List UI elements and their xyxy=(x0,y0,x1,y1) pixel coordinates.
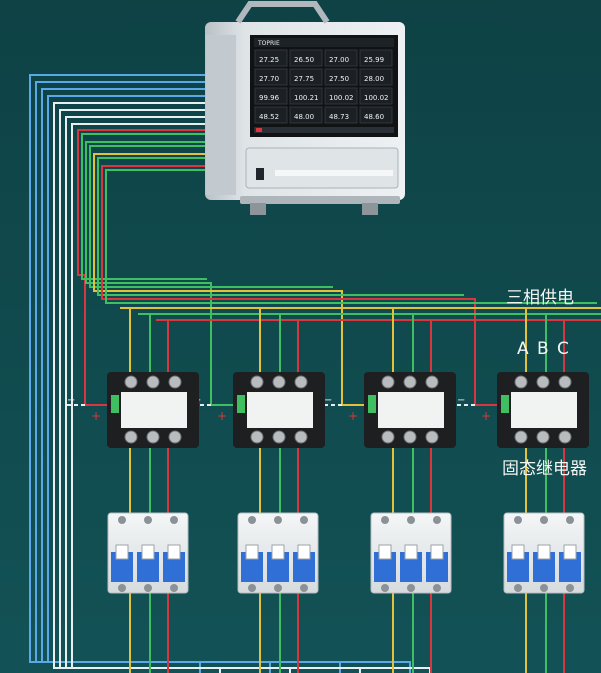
recorder-brand: TOPRIE xyxy=(257,40,280,47)
circuit-breaker xyxy=(107,512,189,594)
reading-value: 100.21 xyxy=(294,94,319,102)
minus-terminal-label: − xyxy=(457,395,465,406)
solid-state-relay xyxy=(233,372,325,448)
reading-value: 48.73 xyxy=(329,113,349,121)
reading-value: 27.75 xyxy=(294,75,314,83)
circuit-breaker xyxy=(503,512,585,594)
reading-value: 100.02 xyxy=(329,94,354,102)
solid-state-relays xyxy=(107,372,589,448)
solid-state-relay xyxy=(364,372,456,448)
minus-terminal-label: − xyxy=(67,395,75,406)
recorder-readings: 27.25 26.50 27.00 25.99 27.70 27.75 27.50 28.00… xyxy=(254,49,393,124)
phase-b-label: B xyxy=(537,339,549,359)
circuit-breakers xyxy=(107,512,585,594)
reading-value: 25.99 xyxy=(364,56,384,64)
relay-label: 固态继电器 xyxy=(502,459,587,479)
signal-wires: −+−+−+−+ xyxy=(29,74,597,673)
reading-value: 27.50 xyxy=(329,75,349,83)
minus-terminal-label: − xyxy=(324,395,332,406)
circuit-breaker xyxy=(237,512,319,594)
plus-terminal-label: + xyxy=(481,409,491,423)
solid-state-relay xyxy=(107,372,199,448)
solid-state-relay xyxy=(497,372,589,448)
reading-value: 100.02 xyxy=(364,94,389,102)
reading-value: 48.00 xyxy=(294,113,314,121)
circuit-breaker xyxy=(370,512,452,594)
plus-terminal-label: + xyxy=(348,409,358,423)
reading-value: 28.00 xyxy=(364,75,384,83)
reading-value: 99.96 xyxy=(259,94,280,102)
reading-value: 27.70 xyxy=(259,75,279,83)
reading-value: 48.60 xyxy=(364,113,384,121)
reading-value: 48.52 xyxy=(259,113,279,121)
power-supply-label: 三相供电 xyxy=(506,288,574,308)
reading-value: 27.25 xyxy=(259,56,279,64)
reading-value: 26.50 xyxy=(294,56,314,64)
plus-terminal-label: + xyxy=(217,409,227,423)
reading-value: 27.00 xyxy=(329,56,349,64)
phase-c-label: C xyxy=(557,339,569,359)
phase-a-label: A xyxy=(517,339,529,359)
plus-terminal-label: + xyxy=(91,409,101,423)
